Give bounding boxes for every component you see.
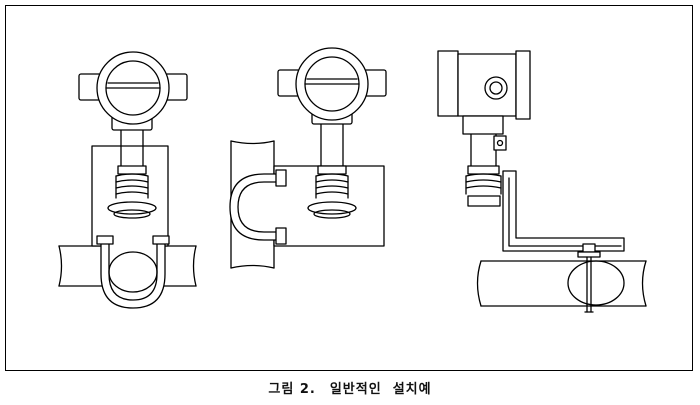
pipe-icon xyxy=(476,260,647,307)
install-example-middle-icon xyxy=(229,47,387,269)
transmitter-housing-icon xyxy=(277,47,387,125)
install-example-left-icon xyxy=(58,51,197,309)
installation-diagram xyxy=(58,47,647,313)
bellows xyxy=(307,173,357,219)
figure-number: 그림 2. xyxy=(268,382,316,397)
figure-caption: 그림 2. 일반적인 설치예 xyxy=(0,378,700,397)
l-bracket xyxy=(502,170,625,252)
bellows xyxy=(465,173,502,207)
transmitter-housing-icon xyxy=(437,50,531,135)
transmitter-housing-icon xyxy=(78,51,188,131)
bolt-icon xyxy=(577,243,601,313)
u-bolt-icon xyxy=(96,235,170,309)
figure-title: 일반적인 설치예 xyxy=(329,382,432,397)
u-bolt-icon xyxy=(229,169,287,245)
bellows xyxy=(107,173,157,219)
mounting-plate xyxy=(91,145,169,247)
figure-frame xyxy=(5,5,693,371)
install-example-right-icon xyxy=(437,50,647,313)
